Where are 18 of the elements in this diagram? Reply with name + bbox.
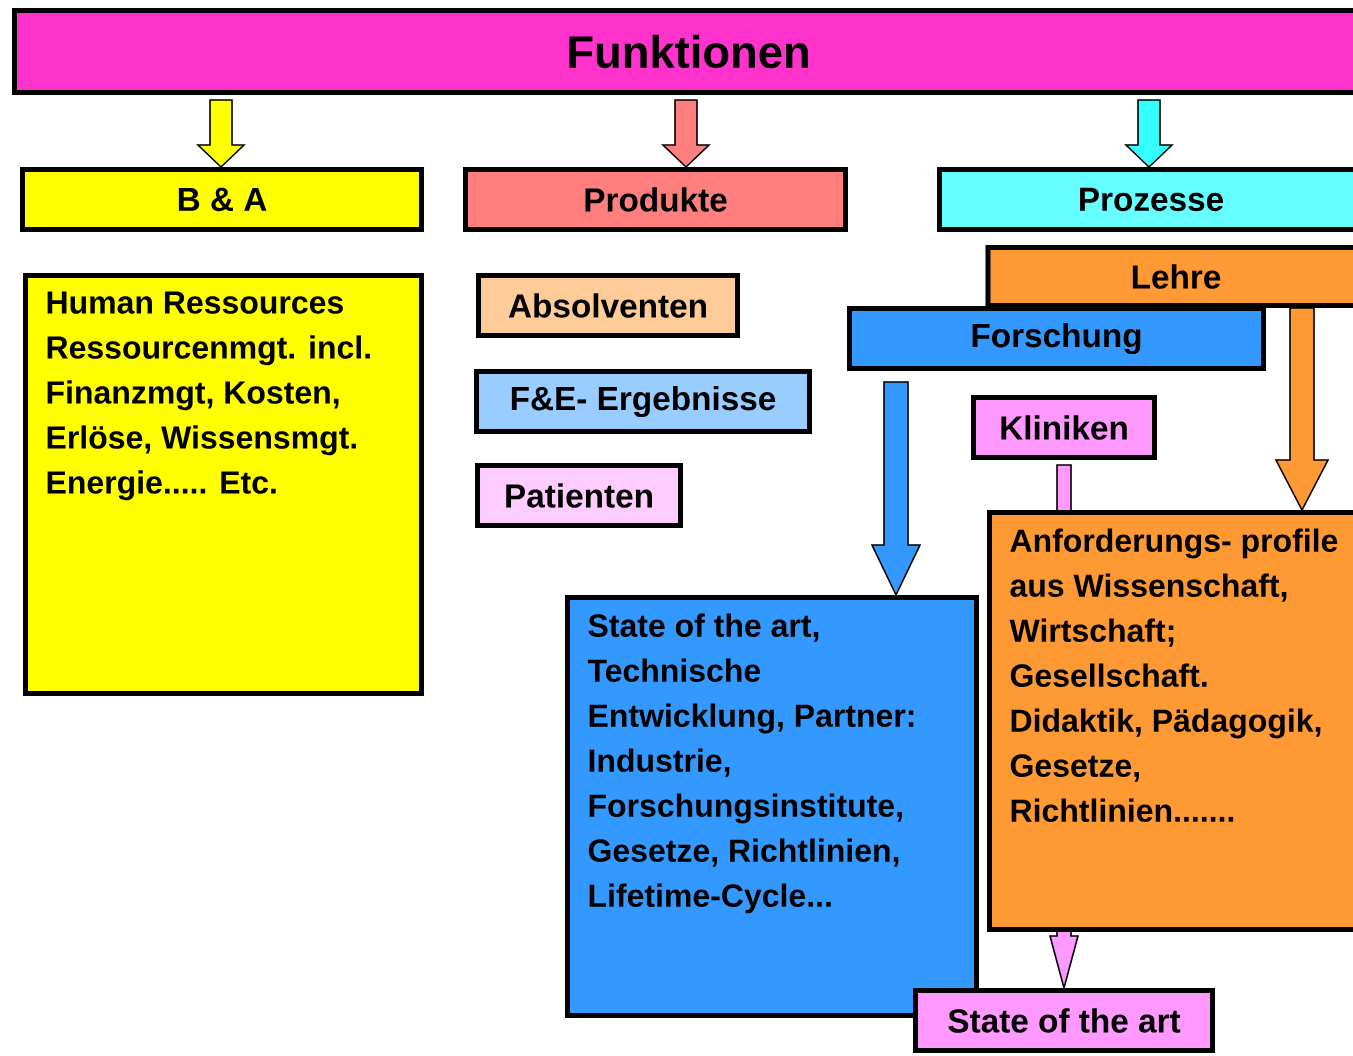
block-arrow <box>1124 99 1174 169</box>
label-box: Patienten <box>475 463 683 528</box>
label-box: Prozesse <box>937 167 1353 232</box>
block-arrow <box>196 99 246 169</box>
text-box: Anforderungs- profile aus Wissenschaft, Wirtschaft; Gesellschaft. Didaktik, Pädagogik, Gesetze, Richtlinien....... <box>987 510 1353 932</box>
title-bar: Funktionen <box>12 8 1353 95</box>
label-box: Lehre <box>985 245 1353 308</box>
label-box: State of the art <box>913 988 1215 1053</box>
label-box: Forschung <box>847 306 1266 371</box>
label-box: Kliniken <box>971 395 1157 460</box>
block-arrow <box>870 381 922 597</box>
block-arrow <box>1274 307 1330 512</box>
label-box: F&E- Ergebnisse <box>474 369 812 434</box>
label-box: Produkte <box>463 167 848 232</box>
label-box: Absolventen <box>476 273 740 338</box>
block-arrow <box>661 99 711 169</box>
label-box: B & A <box>20 167 424 232</box>
text-box: Human Ressources Ressourcenmgt. incl. Finanzmgt, Kosten, Erlöse, Wissensmgt. Energie..... Etc. <box>23 273 424 696</box>
